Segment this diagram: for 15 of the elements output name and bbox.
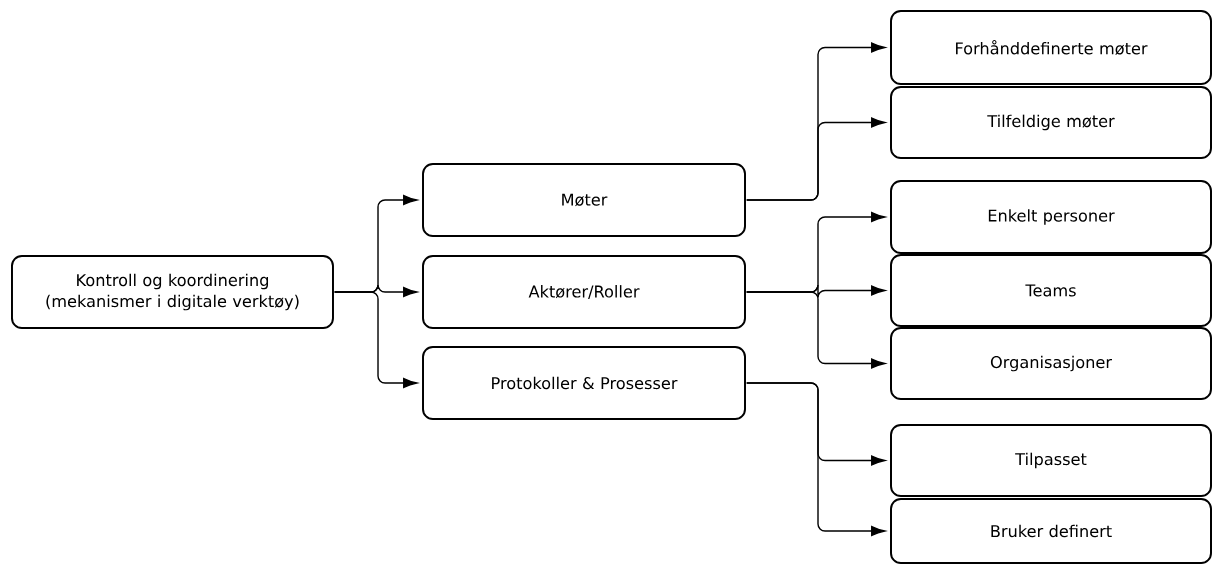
arrow	[333, 291, 418, 389]
arrow	[746, 117, 886, 201]
process-box: Kontroll og koordinering (mekanismer i digitale verktøy)	[11, 255, 334, 329]
arrow	[746, 382, 886, 537]
process-box: Tilpasset	[890, 424, 1212, 497]
process-box: Organisasjoner	[890, 327, 1212, 400]
arrow	[746, 291, 886, 369]
process-box: Bruker definert	[890, 498, 1212, 564]
process-box: Teams	[890, 254, 1212, 327]
process-box: Tilfeldige møter	[890, 86, 1212, 159]
process-box: Forhånddefinerte møter	[890, 10, 1212, 85]
process-box: Protokoller & Prosesser	[422, 346, 746, 420]
process-box: Enkelt personer	[890, 180, 1212, 254]
process-box: Aktører/Roller	[422, 255, 746, 329]
process-box: Møter	[422, 163, 746, 237]
